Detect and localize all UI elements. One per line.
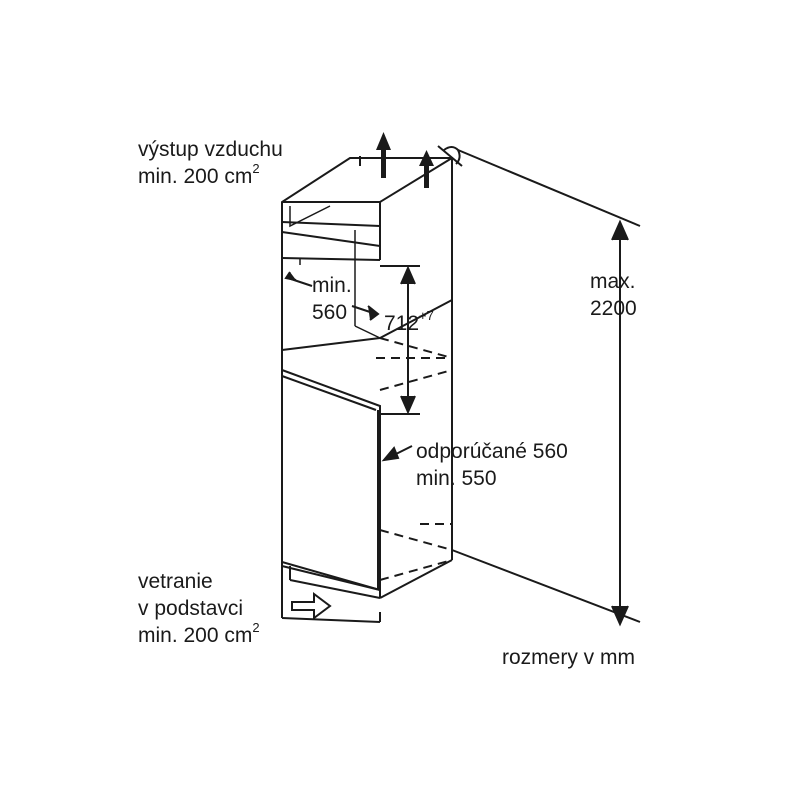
max-height-dimension: [451, 149, 641, 627]
cabinet-outline: [281, 156, 453, 623]
depth-guides: [376, 337, 453, 581]
base-vent-label: vetranie v podstavci min. 200 cm2: [138, 568, 260, 649]
depth-leader: [381, 445, 413, 462]
depth-line1: odporúčané 560: [416, 440, 568, 463]
niche-opening: [281, 205, 453, 351]
niche-height-tolerance: +7: [419, 308, 434, 323]
base-vent-line3: min. 200 cm2: [138, 620, 260, 647]
niche-width-dimension: [284, 271, 380, 321]
max-height-label: max. 2200: [590, 268, 637, 322]
niche-height-value: 712: [384, 312, 420, 335]
reference-mark-icon: [437, 145, 463, 167]
niche-height-dimension: [380, 265, 420, 415]
air-outlet-line1: výstup vzduchu: [138, 138, 283, 161]
arrow-right-icon: [291, 592, 332, 620]
niche-width-line2: 560: [312, 301, 348, 324]
base-plinth: [281, 565, 381, 599]
base-vent-line2: v podstavci: [138, 597, 244, 620]
niche-width-label: min. 560: [312, 272, 352, 326]
niche-width-line1: min.: [312, 274, 352, 297]
niche-height-label: 712+7: [384, 308, 434, 337]
appliance-door: [281, 368, 381, 592]
arrow-up-icon: [376, 132, 434, 188]
base-vent-line1: vetranie: [138, 570, 213, 593]
depth-label: odporúčané 560 min. 550: [416, 438, 568, 492]
max-height-line1: max.: [590, 270, 636, 293]
air-outlet-label: výstup vzduchu min. 200 cm2: [138, 136, 283, 190]
units-note: rozmery v mm: [502, 646, 635, 669]
depth-line2: min. 550: [416, 467, 497, 490]
air-outlet-line2: min. 200 cm2: [138, 161, 260, 188]
max-height-line2: 2200: [590, 297, 637, 320]
